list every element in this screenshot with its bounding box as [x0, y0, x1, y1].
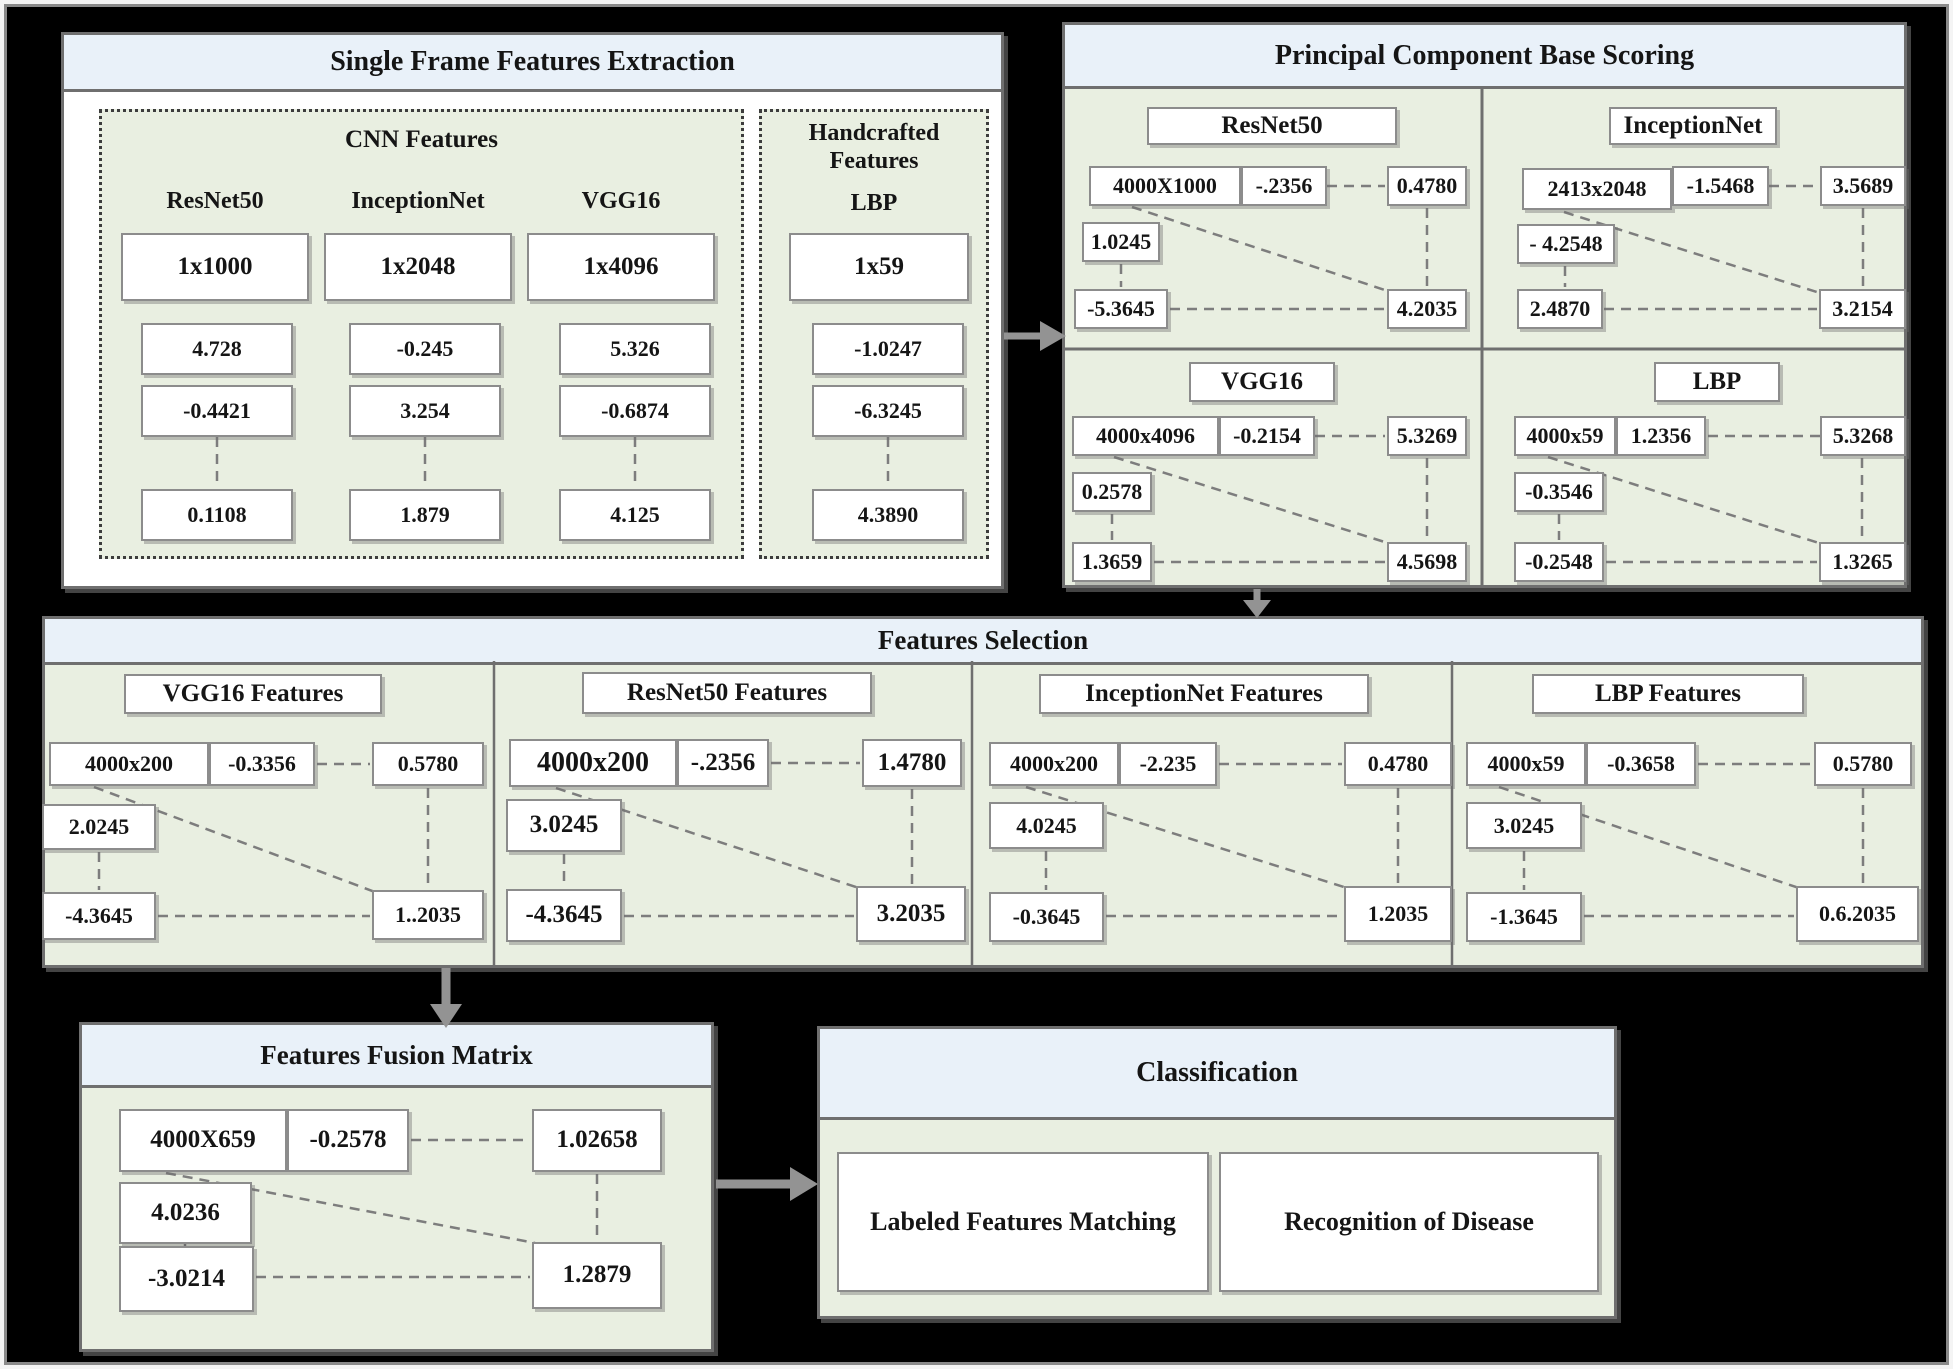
fs-inceptionnet-dims-box: 4000x200 — [989, 742, 1119, 786]
fs-lbp-value-box: 0.5780 — [1814, 742, 1912, 786]
fs-inceptionnet-value-box: 1.2035 — [1344, 886, 1452, 942]
fs-inceptionnet-label: InceptionNet Features — [1039, 674, 1369, 714]
fusion-value-box: 4.0236 — [119, 1182, 252, 1244]
pca-panel-title: Principal Component Base Scoring — [1065, 25, 1904, 89]
pca-lbp-value-box: 1.3265 — [1819, 542, 1906, 582]
fs-inceptionnet-value-box: -2.235 — [1119, 742, 1217, 786]
pca-inceptionnet-value-box: -1.5468 — [1672, 166, 1769, 206]
features-selection-panel: Features Selection — [42, 616, 1924, 968]
pca-resnet50-dims-box: 4000X1000 — [1089, 166, 1241, 206]
fs-vgg16-label: VGG16 Features — [124, 674, 382, 714]
fs-inceptionnet-value-box: 0.4780 — [1344, 742, 1452, 786]
pca-vgg16-dims-box: 4000x4096 — [1072, 416, 1219, 456]
fs-resnet50-value-box: 3.0245 — [506, 799, 622, 852]
classification-panel-title: Classification — [820, 1029, 1614, 1120]
fs-inceptionnet-value-box: 4.0245 — [989, 802, 1104, 849]
flow-arrow-selection-to-fusion — [430, 968, 462, 1028]
vgg16-value-box: 5.326 — [559, 323, 711, 375]
pca-vgg16-value-box: 4.5698 — [1387, 542, 1467, 582]
column-title-resnet50: ResNet50 — [166, 188, 264, 214]
fs-resnet50-dims-box: 4000x200 — [509, 739, 677, 787]
fs-vgg16-dims-box: 4000x200 — [49, 742, 209, 786]
recognition-of-disease-box: Recognition of Disease — [1219, 1152, 1599, 1292]
pca-lbp-value-box: 5.3268 — [1820, 416, 1906, 456]
pca-resnet50-value-box: 1.0245 — [1082, 222, 1160, 262]
pca-lbp-dims-box: 4000x59 — [1514, 416, 1616, 456]
pca-resnet50-value-box: -.2356 — [1241, 166, 1327, 206]
features-selection-title: Features Selection — [45, 619, 1921, 665]
fs-resnet50-value-box: -4.3645 — [506, 889, 622, 942]
labeled-features-matching-box: Labeled Features Matching — [837, 1152, 1209, 1292]
single-frame-panel-title: Single Frame Features Extraction — [64, 35, 1001, 92]
pca-inceptionnet-value-box: 2.4870 — [1517, 289, 1603, 329]
fs-lbp-value-box: -1.3645 — [1466, 892, 1582, 942]
pca-inceptionnet-label: InceptionNet — [1609, 107, 1777, 145]
fusion-panel-title: Features Fusion Matrix — [82, 1025, 711, 1088]
pca-resnet50-value-box: 0.4780 — [1387, 166, 1467, 206]
pca-vgg16-value-box: 1.3659 — [1072, 542, 1152, 582]
column-title-vgg16: VGG16 — [581, 188, 661, 214]
fs-vgg16-value-box: -4.3645 — [42, 892, 156, 940]
fusion-value-box: -0.2578 — [287, 1109, 409, 1172]
pca-resnet50-value-box: 4.2035 — [1387, 289, 1467, 329]
pca-vgg16-value-box: 0.2578 — [1072, 472, 1152, 512]
fusion-value-box: -3.0214 — [119, 1246, 254, 1312]
fs-lbp-label: LBP Features — [1532, 674, 1804, 714]
fs-vgg16-value-box: 1..2035 — [372, 890, 484, 940]
cnn-group-title: CNN Features — [345, 126, 498, 153]
inceptionnet-value-box: 3.254 — [349, 385, 501, 437]
fusion-value-box: 1.02658 — [532, 1109, 662, 1172]
pca-vgg16-value-box: 5.3269 — [1387, 416, 1467, 456]
fs-resnet50-value-box: -.2356 — [677, 739, 769, 787]
resnet50-dims-box: 1x1000 — [121, 233, 309, 301]
pca-lbp-label: LBP — [1654, 362, 1780, 402]
pca-resnet50-value-box: -5.3645 — [1074, 289, 1168, 329]
pca-lbp-value-box: -0.3546 — [1514, 472, 1604, 512]
fs-vgg16-value-box: 0.5780 — [372, 742, 484, 786]
vgg16-value-box: -0.6874 — [559, 385, 711, 437]
fs-vgg16-value-box: 2.0245 — [42, 804, 156, 850]
pca-resnet50-label: ResNet50 — [1147, 107, 1397, 145]
fs-inceptionnet-value-box: -0.3645 — [989, 892, 1104, 942]
column-title-inceptionnet: InceptionNet — [351, 188, 485, 214]
pca-lbp-value-box: 1.2356 — [1616, 416, 1706, 456]
resnet50-value-box: 4.728 — [141, 323, 293, 375]
vgg16-value-box: 4.125 — [559, 489, 711, 541]
inceptionnet-value-box: 1.879 — [349, 489, 501, 541]
resnet50-value-box: -0.4421 — [141, 385, 293, 437]
pca-vgg16-value-box: -0.2154 — [1219, 416, 1315, 456]
pca-inceptionnet-dims-box: 2413x2048 — [1522, 168, 1672, 210]
fs-lbp-dims-box: 4000x59 — [1466, 742, 1586, 786]
lbp-value-box: -6.3245 — [812, 385, 964, 437]
fs-lbp-value-box: -0.3658 — [1586, 742, 1696, 786]
fs-resnet50-label: ResNet50 Features — [582, 672, 872, 714]
pca-lbp-value-box: -0.2548 — [1514, 542, 1604, 582]
fs-lbp-value-box: 3.0245 — [1466, 802, 1582, 849]
pca-inceptionnet-value-box: 3.5689 — [1820, 166, 1906, 206]
flow-arrow-fusion-to-classification — [716, 1167, 818, 1201]
flow-arrow-pca-to-selection — [1243, 589, 1271, 618]
fs-resnet50-value-box: 3.2035 — [856, 886, 966, 942]
lbp-dims-box: 1x59 — [789, 233, 969, 301]
vgg16-dims-box: 1x4096 — [527, 233, 715, 301]
lbp-value-box: 4.3890 — [812, 489, 964, 541]
pca-inceptionnet-value-box: 3.2154 — [1819, 289, 1906, 329]
flow-arrow-extraction-to-pca — [1004, 321, 1066, 351]
fs-resnet50-value-box: 1.4780 — [862, 739, 962, 787]
handcrafted-group-title: Handcrafted Features — [808, 120, 940, 174]
inceptionnet-value-box: -0.245 — [349, 323, 501, 375]
inceptionnet-dims-box: 1x2048 — [324, 233, 512, 301]
fs-vgg16-value-box: -0.3356 — [209, 742, 315, 786]
column-title-lbp: LBP — [850, 190, 898, 216]
fusion-value-box: 1.2879 — [532, 1242, 662, 1309]
fs-lbp-value-box: 0.6.2035 — [1796, 886, 1919, 942]
pca-vgg16-label: VGG16 — [1189, 362, 1335, 402]
resnet50-value-box: 0.1108 — [141, 489, 293, 541]
lbp-value-box: -1.0247 — [812, 323, 964, 375]
fusion-dims-box: 4000X659 — [119, 1109, 287, 1172]
pca-inceptionnet-value-box: - 4.2548 — [1517, 224, 1615, 264]
